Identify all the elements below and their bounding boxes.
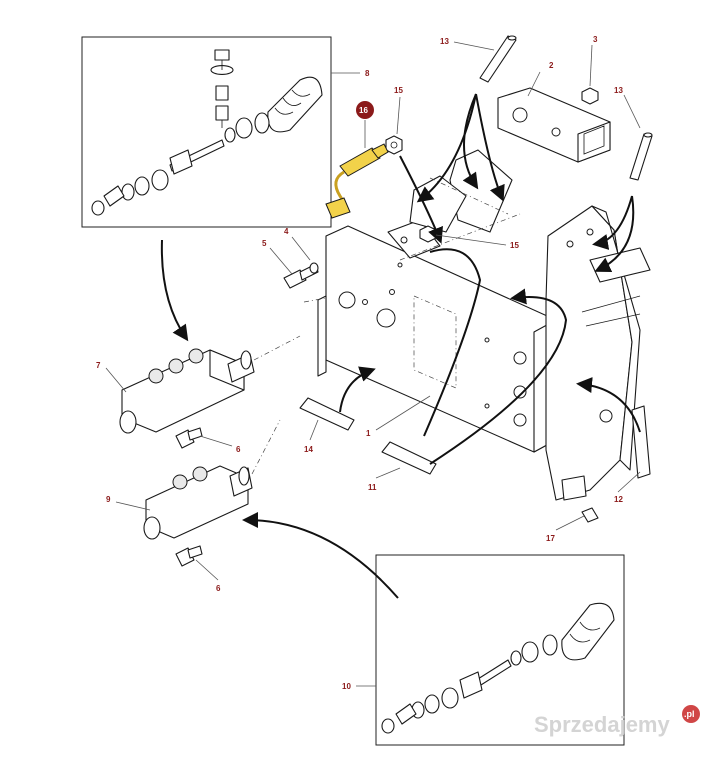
- callout-16: 16: [359, 106, 368, 115]
- callout-13-right: 13: [614, 86, 623, 95]
- watermark: Sprzedajemy .pl: [534, 705, 700, 737]
- bracket-2: [497, 71, 611, 163]
- nut-3: [581, 87, 599, 105]
- callout-3: 3: [593, 35, 598, 44]
- alignment-lines: [251, 297, 327, 475]
- bolt-17: [581, 507, 599, 523]
- callout-6-upper: 6: [236, 445, 241, 454]
- callout-4: 4: [284, 227, 289, 236]
- assembly-arrows: [160, 93, 641, 599]
- nut-15-top: [385, 135, 403, 155]
- detail-box-8: [81, 36, 360, 228]
- leader-lines: [105, 41, 641, 581]
- main-frame: [317, 219, 557, 453]
- callout-13-top: 13: [440, 37, 449, 46]
- pin-13-right: [629, 132, 653, 181]
- pad-14: [299, 397, 355, 431]
- bolt-6-lower: [175, 545, 203, 567]
- callout-7: 7: [96, 361, 101, 370]
- callout-2: 2: [549, 61, 554, 70]
- master-cylinder-9: [143, 465, 253, 540]
- washer-4: [309, 262, 319, 274]
- side-plate: [545, 205, 651, 501]
- callout-10: 10: [342, 682, 351, 691]
- watermark-text: Sprzedajemy: [534, 712, 670, 737]
- detail-box-10: [356, 554, 625, 746]
- callout-17: 17: [546, 534, 555, 543]
- watermark-badge: .pl: [684, 709, 695, 719]
- callout-11: 11: [368, 483, 377, 492]
- callout-5: 5: [262, 239, 267, 248]
- bolt-6-upper: [175, 427, 203, 449]
- callout-12: 12: [614, 495, 623, 504]
- callout-15-top: 15: [394, 86, 403, 95]
- callout-9: 9: [106, 495, 111, 504]
- watermark-badge-icon: [682, 705, 700, 723]
- callout-15-mid: 15: [510, 241, 519, 250]
- master-cylinder-7: [119, 348, 255, 434]
- callout-8: 8: [365, 69, 370, 78]
- callout-1: 1: [366, 429, 371, 438]
- callouts: 13 2 3 13 8 15 16 5 4 15 7 6 9 6 1 14 11…: [96, 35, 623, 691]
- pad-11: [381, 441, 437, 475]
- callout-14: 14: [304, 445, 313, 454]
- nut-15-mid: [419, 225, 437, 243]
- callout-6-lower: 6: [216, 584, 221, 593]
- callout-16-badge: [356, 101, 374, 119]
- pin-13-top: [479, 35, 517, 83]
- switch-16: [325, 143, 389, 219]
